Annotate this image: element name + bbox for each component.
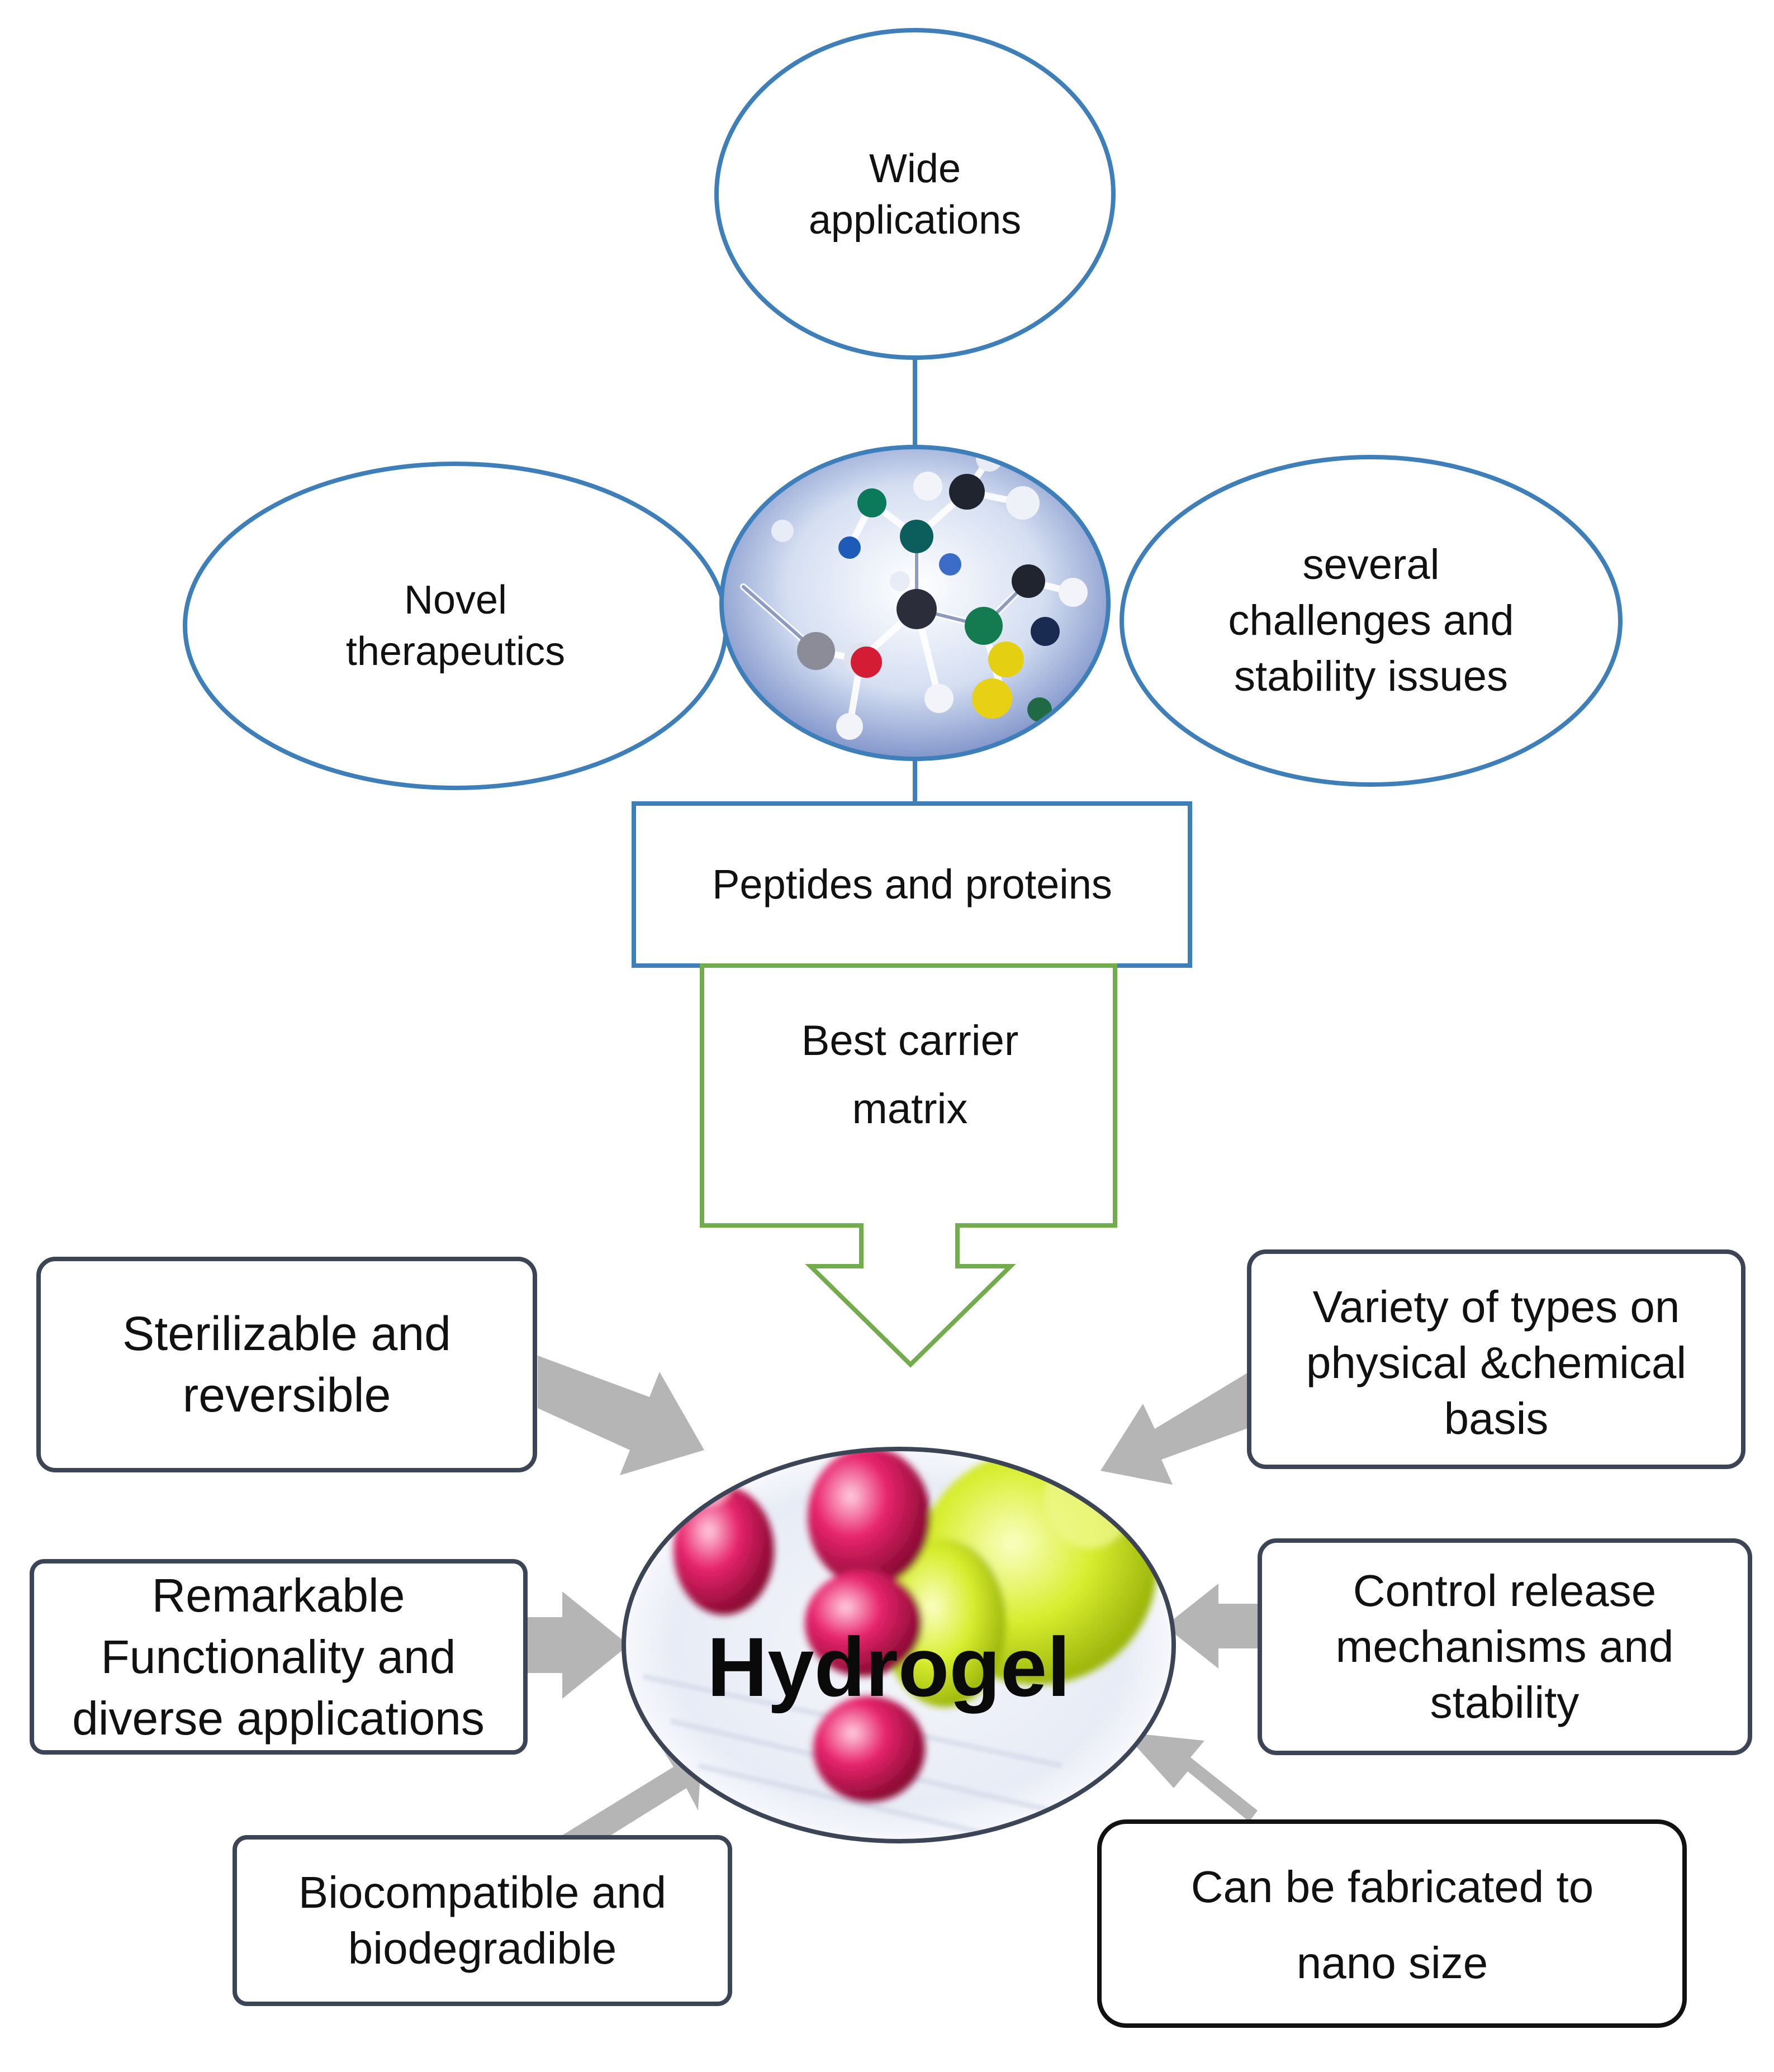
biocompatible-line1: Biocompatible and bbox=[298, 1867, 666, 1917]
peptides-proteins-label: Peptides and proteins bbox=[712, 861, 1112, 907]
challenges-line2: challenges and bbox=[1228, 597, 1514, 644]
sterilizable-line2: reversible bbox=[183, 1368, 391, 1422]
nano-size-line2: nano size bbox=[1297, 1938, 1488, 1988]
novel-therapeutics-line1: Novel bbox=[404, 578, 507, 622]
nano-size-box: Can be fabricated to nano size bbox=[1097, 1819, 1687, 2028]
functionality-line1: Remarkable bbox=[152, 1569, 405, 1622]
arrow-sterilizable bbox=[538, 1356, 704, 1475]
peptides-proteins-box: Peptides and proteins bbox=[632, 801, 1192, 968]
control-release-line3: stability bbox=[1430, 1677, 1579, 1727]
functionality-box: Remarkable Functionality and diverse app… bbox=[30, 1559, 528, 1755]
variety-box: Variety of types on physical &chemical b… bbox=[1247, 1249, 1745, 1469]
biocompatible-box: Biocompatible and biodegradible bbox=[233, 1835, 732, 2006]
best-carrier-arrow: Best carrier matrix bbox=[700, 963, 1117, 1368]
control-release-line2: mechanisms and bbox=[1336, 1622, 1674, 1671]
variety-line2: physical &chemical bbox=[1306, 1338, 1686, 1387]
best-carrier-line2: matrix bbox=[852, 1085, 968, 1133]
novel-therapeutics-line2: therapeutics bbox=[346, 629, 565, 674]
arrow-control bbox=[1165, 1584, 1260, 1669]
challenges-line3: stability issues bbox=[1234, 653, 1508, 700]
wide-applications-node: Wide applications bbox=[714, 28, 1116, 360]
nano-size-line1: Can be fabricated to bbox=[1191, 1862, 1593, 1912]
hydrogel-hub: Hydrogel bbox=[622, 1447, 1176, 1843]
hydrogel-image bbox=[642, 1449, 1157, 1841]
best-carrier-line1: Best carrier bbox=[801, 1017, 1019, 1064]
arrow-functionality bbox=[525, 1591, 629, 1699]
novel-therapeutics-node: Novel therapeutics bbox=[183, 462, 728, 790]
sterilizable-box: Sterilizable and reversible bbox=[36, 1257, 537, 1472]
hydrogel-label: Hydrogel bbox=[707, 1620, 1070, 1714]
wide-applications-line1: Wide bbox=[869, 146, 961, 191]
functionality-line3: diverse applications bbox=[72, 1692, 485, 1745]
challenges-node: several challenges and stability issues bbox=[1120, 455, 1623, 787]
control-release-line1: Control release bbox=[1353, 1566, 1657, 1615]
challenges-line1: several bbox=[1303, 541, 1440, 588]
gray-arrows bbox=[525, 1356, 1260, 1837]
wide-applications-line2: applications bbox=[809, 198, 1021, 243]
molecule-image bbox=[719, 445, 1111, 761]
arrow-variety bbox=[1101, 1372, 1249, 1485]
sterilizable-line1: Sterilizable and bbox=[122, 1307, 451, 1361]
variety-line1: Variety of types on bbox=[1313, 1282, 1680, 1332]
control-release-box: Control release mechanisms and stability bbox=[1258, 1538, 1752, 1755]
biocompatible-line2: biodegradible bbox=[348, 1923, 616, 1973]
functionality-line2: Functionality and bbox=[101, 1631, 456, 1683]
variety-line3: basis bbox=[1444, 1394, 1549, 1443]
arrow-nano bbox=[1123, 1732, 1258, 1822]
